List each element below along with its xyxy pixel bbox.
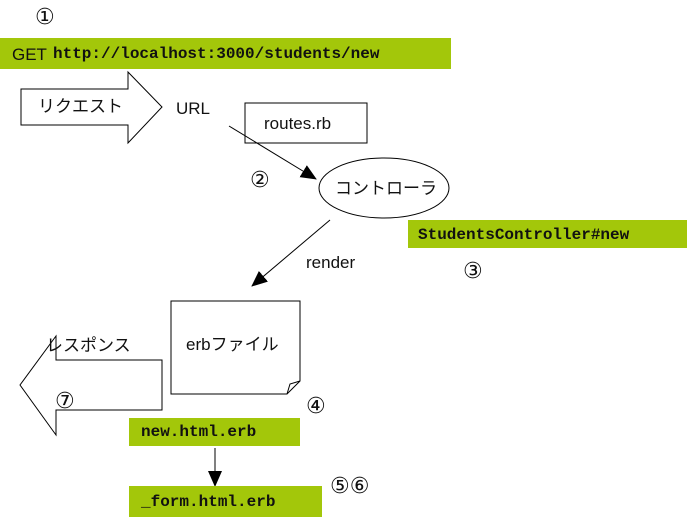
step-2-marker: ② xyxy=(250,168,270,193)
erb-file-label: erbファイル xyxy=(186,335,279,354)
http-method: GET xyxy=(12,45,47,64)
request-arrow-label: リクエスト xyxy=(38,97,123,116)
request-line-highlight: GET http://localhost:3000/students/new xyxy=(0,38,451,69)
routes-label: routes.rb xyxy=(264,114,332,133)
url-to-controller-arrow xyxy=(228,125,317,180)
template-file: new.html.erb xyxy=(141,423,257,441)
partial-file: _form.html.erb xyxy=(141,493,276,511)
template-file-highlight: new.html.erb xyxy=(129,418,300,446)
erb-file-dog-ear xyxy=(286,380,301,395)
controller-label: コントローラ xyxy=(335,179,437,198)
response-arrow-shape xyxy=(19,334,163,437)
request-arrow-shape xyxy=(20,70,163,145)
step-4-marker: ④ xyxy=(306,394,326,419)
routes-box xyxy=(244,102,368,144)
render-arrow xyxy=(251,219,331,287)
controller-action-highlight: StudentsController#new xyxy=(408,220,687,248)
request-url: http://localhost:3000/students/new xyxy=(53,45,380,63)
step-7-marker: ⑦ xyxy=(55,389,75,414)
step-1-marker: ① xyxy=(35,5,55,30)
erb-file-shape xyxy=(170,300,301,395)
render-label: render xyxy=(306,253,356,272)
step-3-marker: ③ xyxy=(463,259,483,284)
controller-action: StudentsController#new xyxy=(418,226,630,244)
response-arrow-label: レスポンス xyxy=(46,336,131,355)
url-label: URL xyxy=(176,99,211,118)
controller-ellipse xyxy=(318,157,450,219)
partial-file-highlight: _form.html.erb xyxy=(129,486,322,517)
step-5-6-marker: ⑤⑥ xyxy=(330,474,370,499)
